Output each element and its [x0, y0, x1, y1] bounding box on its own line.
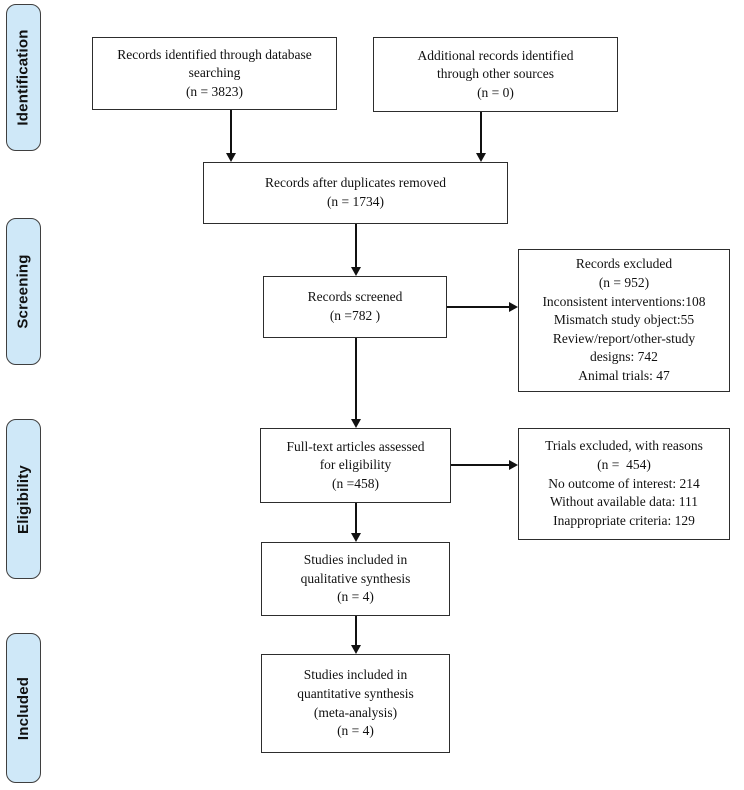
- box-line: (n = 4): [337, 589, 374, 605]
- box-additional-records: Additional records identified through ot…: [373, 37, 618, 112]
- arrow-line: [355, 503, 357, 533]
- box-line: Additional records identified: [417, 47, 574, 63]
- box-line: Studies included in: [303, 552, 408, 568]
- box-qualitative-synthesis: Studies included in qualitative synthesi…: [261, 542, 450, 616]
- arrow-head-icon: [351, 267, 361, 276]
- box-fulltext-assessed: Full-text articles assessed for eligibil…: [260, 428, 451, 503]
- box-line: Records excluded: [575, 256, 673, 272]
- box-line: Records screened: [307, 289, 403, 305]
- stage-label-text: Screening: [15, 254, 33, 329]
- box-line: Without available data: 111: [549, 494, 699, 510]
- box-line: Inconsistent interventions:108: [542, 293, 706, 309]
- box-line: Full-text articles assessed: [286, 438, 425, 454]
- box-line: Records identified through database: [117, 46, 312, 62]
- box-line: Studies included in: [303, 667, 408, 683]
- arrow-line: [230, 110, 232, 153]
- box-line: Mismatch study object:55: [553, 312, 695, 328]
- stage-label-eligibility: Eligibility: [6, 419, 41, 579]
- box-line: (n = 0): [477, 84, 514, 100]
- arrow-line: [355, 338, 357, 419]
- stage-label-text: Included: [15, 676, 32, 740]
- box-line: designs: 742: [590, 349, 658, 365]
- box-line: (n = 3823): [185, 83, 244, 99]
- arrow-line: [355, 224, 357, 267]
- box-duplicates-removed: Records after duplicates removed (n = 17…: [203, 162, 508, 224]
- arrow-head-icon: [476, 153, 486, 162]
- box-line: quantitative synthesis: [297, 685, 414, 701]
- arrow-head-icon: [351, 419, 361, 428]
- arrow-line: [447, 306, 509, 308]
- box-line: (meta-analysis): [313, 704, 398, 720]
- box-line: Animal trials: 47: [578, 368, 670, 384]
- box-line: through other sources: [437, 66, 554, 82]
- stage-label-text: Identification: [15, 29, 33, 126]
- box-line: Records after duplicates removed: [264, 175, 447, 191]
- box-trials-excluded: Trials excluded, with reasons (n = 454) …: [518, 428, 730, 540]
- box-line: (n =458): [332, 475, 379, 491]
- stage-label-identification: Identification: [6, 4, 41, 151]
- box-line: (n = 952): [598, 274, 650, 290]
- box-line: (n = 454): [597, 457, 651, 473]
- arrow-line: [451, 464, 509, 466]
- box-records-identified: Records identified through database sear…: [92, 37, 337, 110]
- box-line: (n = 4): [337, 723, 374, 739]
- arrow-head-icon: [351, 533, 361, 542]
- box-line: Inappropriate criteria: 129: [553, 512, 695, 528]
- box-line: Review/report/other-study: [552, 330, 696, 346]
- box-line: qualitative synthesis: [300, 570, 411, 586]
- box-line: (n = 1734): [326, 194, 385, 209]
- box-line: for eligibility: [319, 457, 392, 473]
- box-records-screened: Records screened (n =782 ): [263, 276, 447, 338]
- stage-label-included: Included: [6, 633, 41, 783]
- arrow-line: [480, 112, 482, 153]
- box-line: Trials excluded, with reasons: [545, 438, 703, 454]
- box-line: (n =782 ): [329, 308, 381, 323]
- arrow-head-icon: [351, 645, 361, 654]
- arrow-line: [355, 616, 357, 645]
- arrow-head-icon: [509, 460, 518, 470]
- box-line: searching: [188, 65, 241, 81]
- box-line: No outcome of interest: 214: [548, 475, 700, 491]
- stage-label-screening: Screening: [6, 218, 41, 365]
- stage-label-text: Eligibility: [15, 464, 32, 534]
- arrow-head-icon: [509, 302, 518, 312]
- box-quantitative-synthesis: Studies included in quantitative synthes…: [261, 654, 450, 753]
- box-records-excluded: Records excluded (n = 952) Inconsistent …: [518, 249, 730, 392]
- arrow-head-icon: [226, 153, 236, 162]
